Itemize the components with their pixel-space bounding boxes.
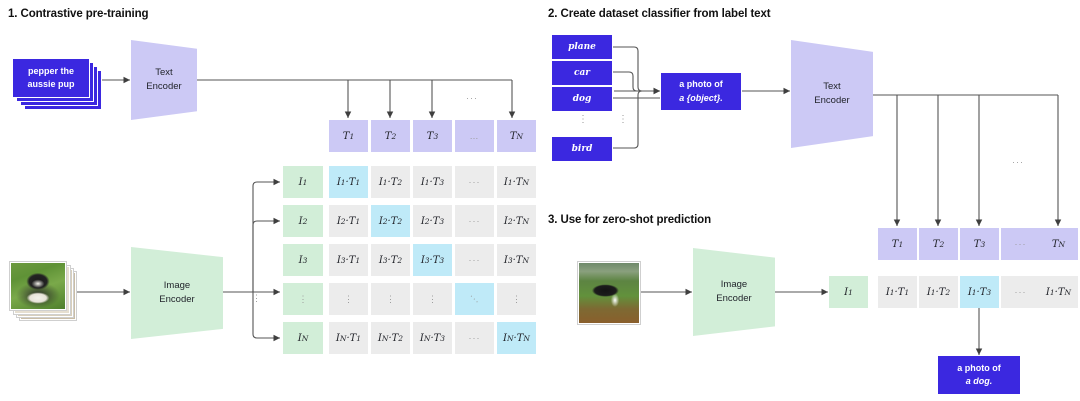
in-sub: N xyxy=(301,333,309,343)
t-bus-ellipsis-panel2: ··· xyxy=(1012,157,1024,167)
panel-3-title: 3. Use for zero-shot prediction xyxy=(548,214,712,226)
prompt-line-1: a photo of xyxy=(679,79,723,90)
text-encoder-2-line-2: Encoder xyxy=(814,95,850,106)
image-encoder-3-line-2: Encoder xyxy=(716,293,752,304)
image-encoder-line-2: Encoder xyxy=(159,294,195,305)
label-box-plane[interactable]: plane xyxy=(551,34,613,60)
i-header-vdots: ⋮ xyxy=(283,283,323,315)
t-bus-ellipsis: ··· xyxy=(466,93,478,103)
t3-sub: 3 xyxy=(433,131,439,141)
tn-sub: N xyxy=(516,131,524,141)
text-input-line-1: pepper the xyxy=(27,65,74,76)
i-bus-vdots: ⋮ xyxy=(252,293,261,303)
label-col-vdots-2: ⋮ xyxy=(618,114,628,125)
i3-sub: 3 xyxy=(302,255,308,265)
text-encoder-2-line-1: Text xyxy=(823,81,841,93)
label-col-vdots: ⋮ xyxy=(578,114,588,125)
text-encoder-panel1: Text Encoder xyxy=(131,40,197,120)
result-line-2: a dog. xyxy=(965,376,993,386)
t2-sub: 2 xyxy=(391,131,397,141)
matrix-cell-1-4: ··· xyxy=(455,166,494,198)
t1-sub: 1 xyxy=(349,131,355,141)
text-encoder-line-1: Text xyxy=(155,67,173,79)
label-plane-text: plane xyxy=(568,42,596,52)
matrix-cell-4-2: ⋮ xyxy=(371,283,410,315)
matrix-cell-4-1: ⋮ xyxy=(329,283,368,315)
image-encoder-line-1: Image xyxy=(163,280,191,292)
t-header-ellipsis: … xyxy=(455,120,494,152)
panel-2-title: 2. Create dataset classifier from label … xyxy=(548,8,771,20)
label-dog-text: dog xyxy=(572,94,592,104)
result-line-1: a photo of xyxy=(957,362,1001,373)
t2-header-ellipsis: ··· xyxy=(1001,228,1040,260)
t-header-dots: … xyxy=(469,131,480,141)
prompt-template-box: a photo of a {object}. xyxy=(661,73,741,110)
matrix-cell-3-4: ··· xyxy=(455,244,494,276)
image-encoder-panel3: Image Encoder xyxy=(693,248,775,336)
i-col-dots: ⋮ xyxy=(298,293,308,304)
text-card-front: pepper the aussie pup xyxy=(12,58,90,98)
matrix-cell-4-4: ··· xyxy=(455,283,494,315)
zero-shot-input-photo xyxy=(578,262,640,324)
i2-sub: 2 xyxy=(302,216,308,226)
label-car-text: car xyxy=(573,68,591,78)
text-input-stack: pepper the aussie pup xyxy=(12,58,102,114)
prompt-line-2: a {object}. xyxy=(679,92,723,103)
i1-sub: 1 xyxy=(302,177,308,187)
image-encoder-3-line-1: Image xyxy=(720,279,748,291)
label-bird-text: bird xyxy=(571,144,593,154)
text-encoder-panel2: Text Encoder xyxy=(791,40,873,148)
panel-1-title: 1. Contrastive pre-training xyxy=(8,8,149,20)
matrix-cell-2-4: ··· xyxy=(455,205,494,237)
zero-shot-cell-ellipsis: ··· xyxy=(1001,276,1040,308)
image-card-front-dog-photo xyxy=(10,262,66,310)
matrix-cell-4-3: ⋮ xyxy=(413,283,452,315)
image-input-stack xyxy=(10,262,80,324)
text-input-line-2: aussie pup xyxy=(27,79,75,89)
label-box-car[interactable]: car xyxy=(551,60,613,86)
text-encoder-line-2: Encoder xyxy=(146,81,182,92)
zero-shot-result-box: a photo of a dog. xyxy=(938,356,1020,394)
image-encoder-panel1: Image Encoder xyxy=(131,247,223,339)
label-box-bird[interactable]: bird xyxy=(551,136,613,162)
label-box-dog[interactable]: dog xyxy=(551,86,613,112)
matrix-cell-5-4: ··· xyxy=(455,322,494,354)
matrix-cell-4-5: ⋮ xyxy=(497,283,536,315)
